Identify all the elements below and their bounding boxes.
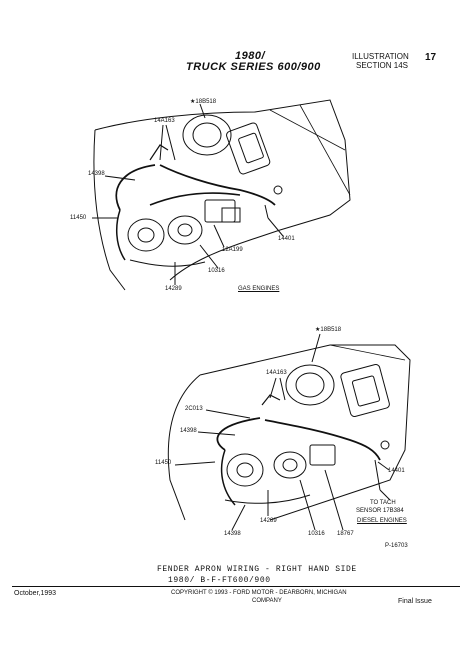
title-year: 1980/ (235, 50, 266, 62)
page-number: 17 (425, 52, 437, 63)
bottom-apron-outline (199, 344, 411, 521)
bottom-booster-shape (285, 364, 335, 406)
top-label-11450: 11450 (70, 215, 87, 221)
top-label-10316: 10316 (208, 268, 225, 274)
footer-copyright-company: COMPANY (252, 598, 282, 604)
footer-copyright: COPYRIGHT © 1993 - FORD MOTOR - DEARBORN… (171, 590, 347, 596)
bottom-label-18767: 18767 (337, 531, 354, 537)
illustration-label: ILLUSTRATION (352, 52, 409, 61)
figure-id: P-16703 (385, 543, 408, 549)
top-label-18B518: ★18B518 (190, 99, 217, 105)
bottom-label-10316: 10316 (308, 531, 325, 537)
bottom-label-14398-lower: 14398 (224, 531, 241, 537)
bottom-label-14401: 14401 (388, 468, 405, 474)
figure-caption-line2: 1980/ B-F-FT600/900 (168, 576, 271, 585)
top-alternator-shape (127, 218, 165, 252)
tach-note-line2: SENSOR 17B384 (356, 508, 404, 514)
top-label-14398: 14398 (88, 171, 105, 177)
bottom-label-14289: 14289 (260, 518, 277, 524)
bottom-label-11450: 11450 (155, 460, 172, 466)
footer-issue: Final Issue (398, 598, 432, 605)
footer-rule (12, 586, 460, 587)
bottom-alternator-shape (226, 453, 264, 487)
bottom-label-18B518: ★18B518 (315, 327, 342, 333)
footer-date: October,1993 (14, 590, 57, 597)
bottom-label-2C013: 2C013 (185, 406, 203, 412)
top-label-14289: 14289 (165, 286, 182, 292)
bottom-harness (264, 419, 381, 461)
section-label: SECTION 14S (356, 61, 409, 70)
top-label-12A199: 12A199 (222, 247, 243, 253)
bottom-label-14398-upper: 14398 (180, 428, 197, 434)
tach-note-line1: TO TACH (370, 500, 396, 506)
bottom-label-14A163: 14A163 (266, 370, 287, 376)
top-caption-gas-engines: GAS ENGINES (238, 286, 280, 292)
bottom-caption-diesel-engines: DIESEL ENGINES (357, 518, 407, 524)
top-label-14401: 14401 (278, 236, 295, 242)
figure-caption-line1: FENDER APRON WIRING - RIGHT HAND SIDE (157, 565, 357, 574)
title-series: TRUCK SERIES 600/900 (186, 61, 321, 73)
top-harness (159, 164, 276, 206)
top-label-14A163: 14A163 (154, 118, 175, 124)
top-booster-shape (182, 114, 232, 156)
